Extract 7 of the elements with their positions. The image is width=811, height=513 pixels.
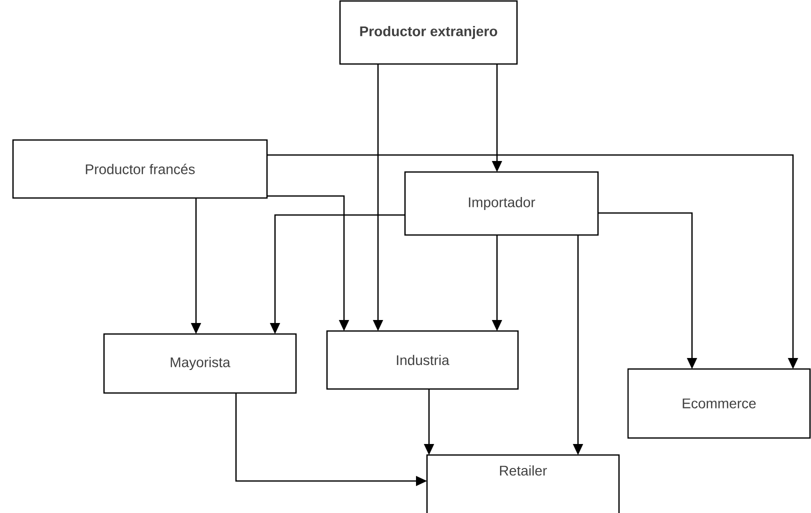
process-box: Industria xyxy=(326,330,519,390)
process-box: Retailer xyxy=(426,454,620,513)
process-box: Productor francés xyxy=(12,139,268,199)
process-box: Mayorista xyxy=(103,333,297,394)
process-box: Importador xyxy=(404,171,599,236)
process-box: Ecommerce xyxy=(627,368,811,439)
process-box: Productor extranjero xyxy=(339,0,518,65)
